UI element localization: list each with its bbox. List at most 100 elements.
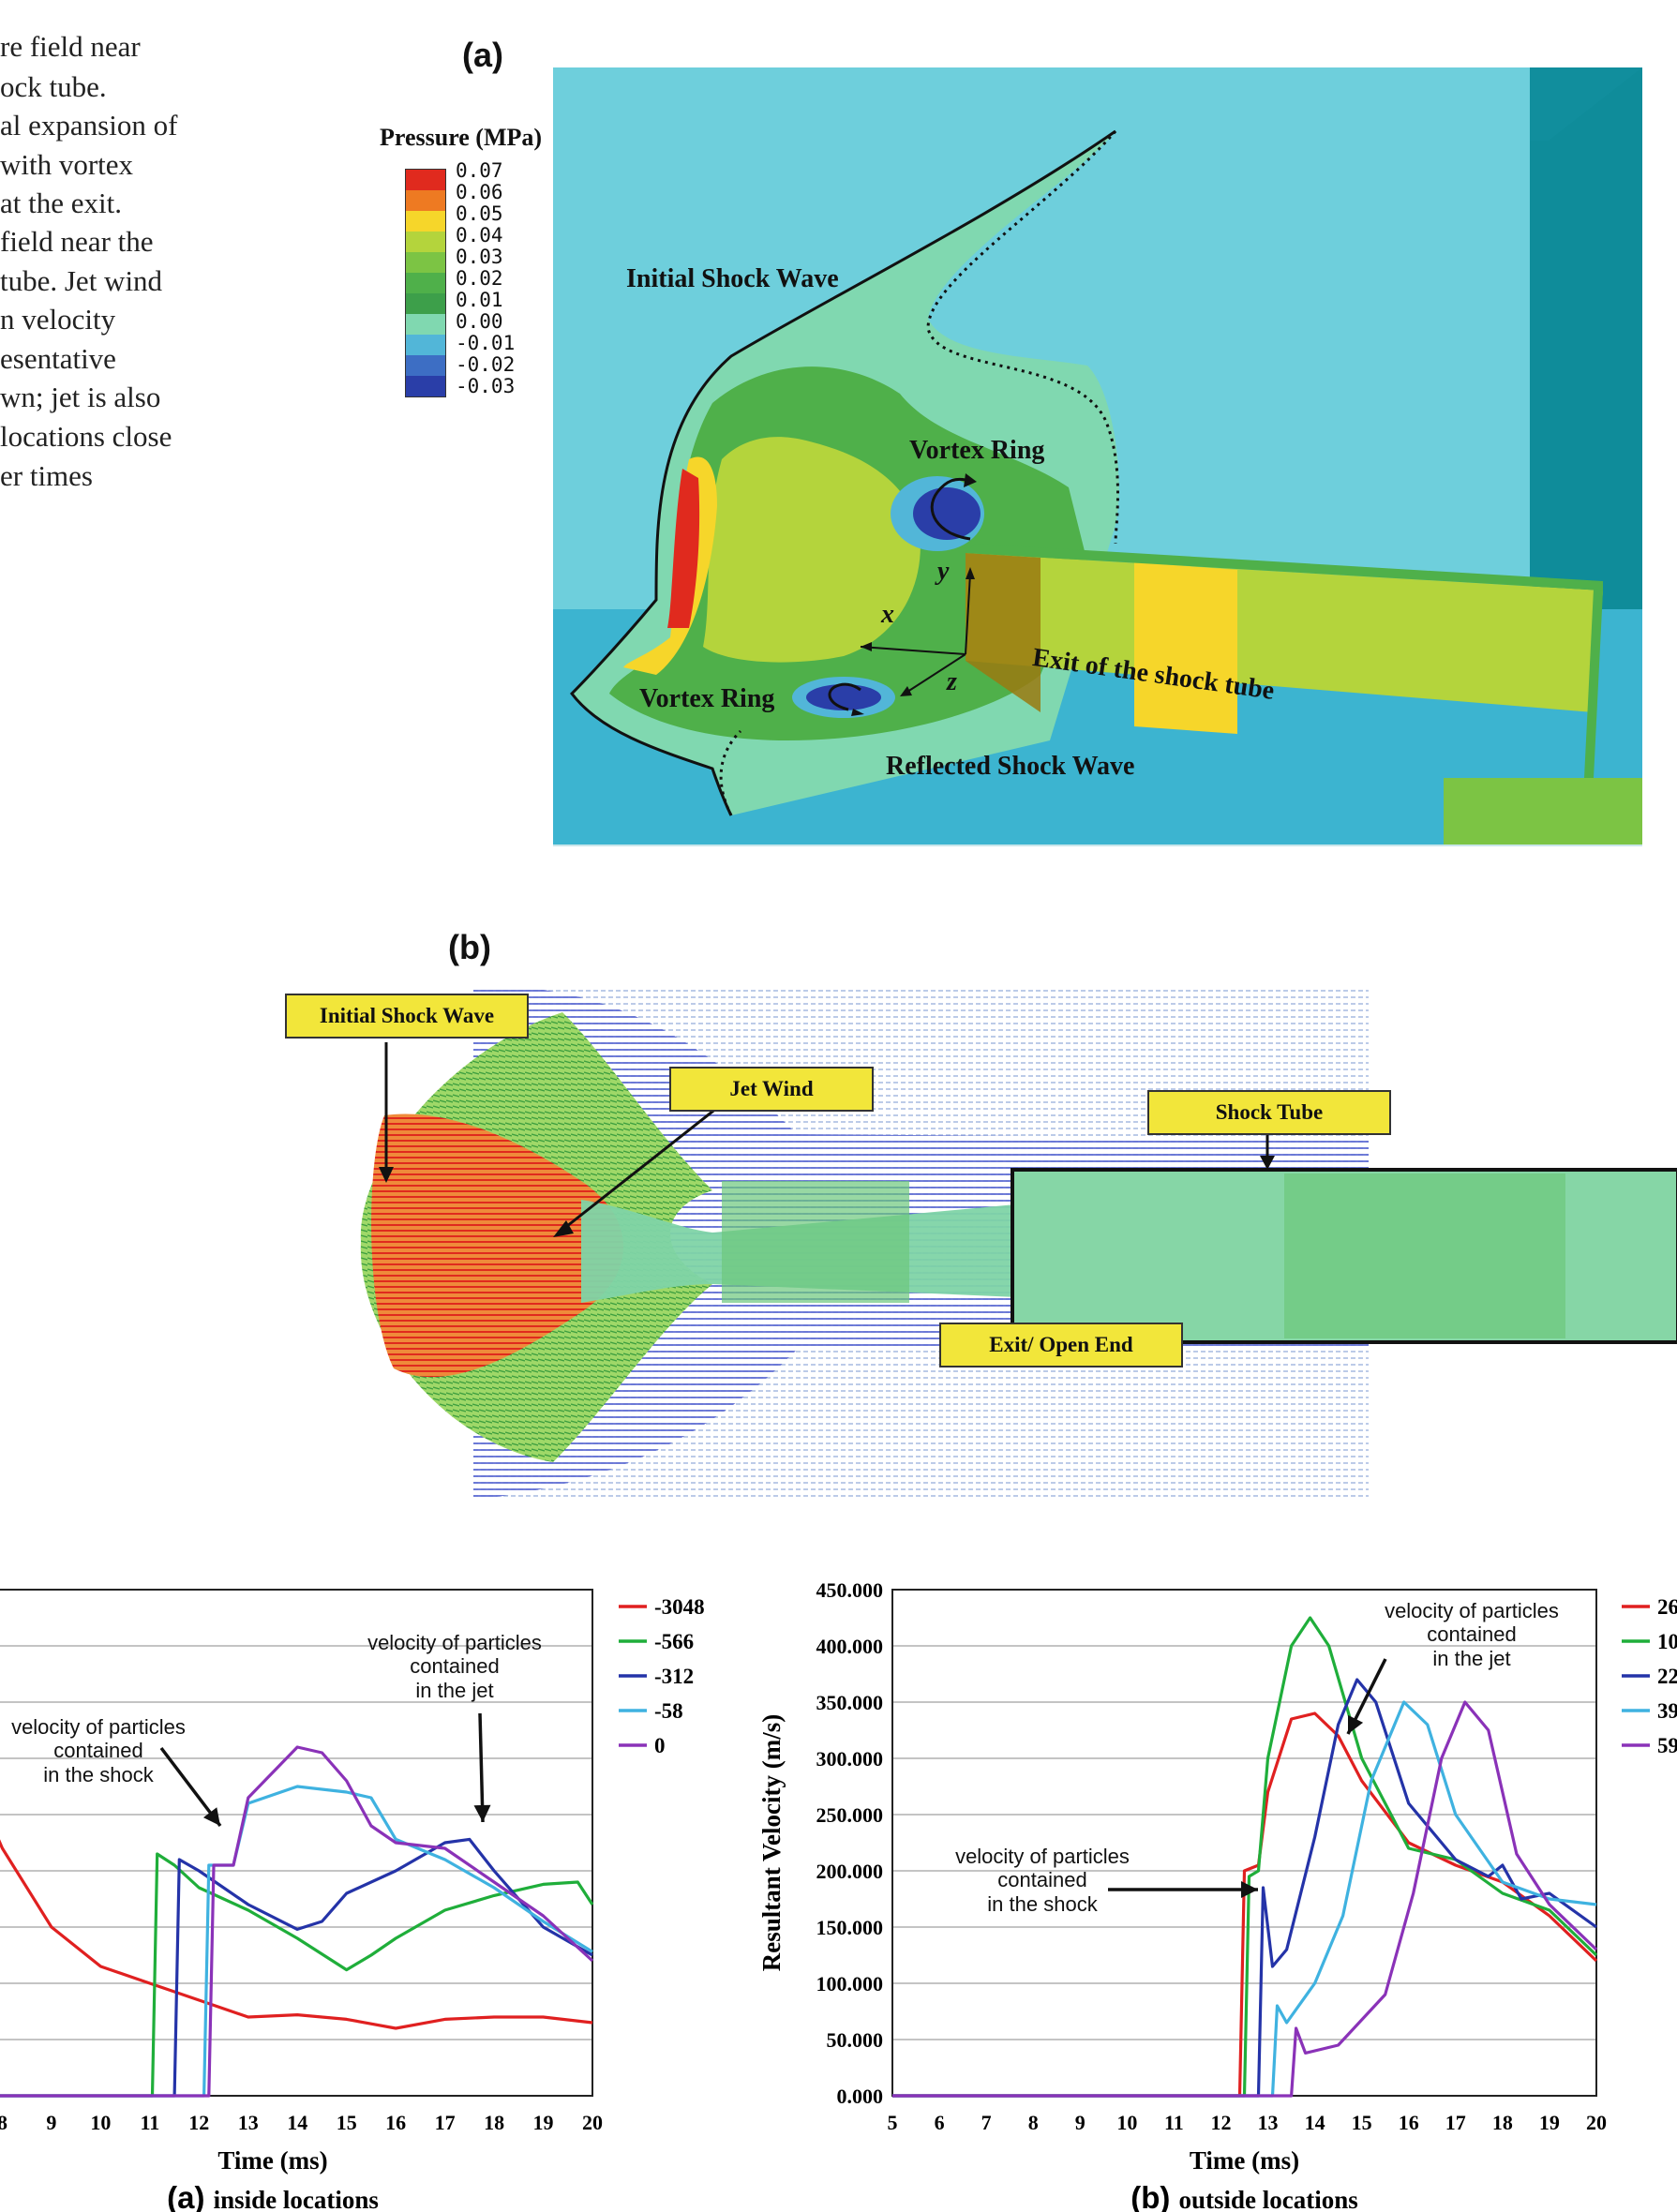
label-initial-shock-wave: Initial Shock Wave: [626, 264, 839, 293]
axis-y-label: y: [937, 557, 950, 586]
legend-value: -0.03: [456, 375, 516, 397]
label-box-shock-tube: Shock Tube: [1147, 1090, 1391, 1135]
arrow-jet-velocity: [478, 1712, 485, 1823]
legend-label: 596: [1657, 1734, 1677, 1757]
x-tick-label: 8: [1028, 2111, 1039, 2134]
high-velocity-vectors: [371, 1113, 623, 1378]
legend-swatch: [406, 376, 445, 396]
velocity-vector-figure: [360, 986, 1677, 1500]
x-tick-label: 14: [287, 2111, 307, 2134]
legend-swatch: [406, 170, 445, 190]
x-tick-label: 5: [888, 2111, 898, 2134]
x-tick-label: 19: [1539, 2111, 1560, 2134]
caption-line: tube. Jet wind: [0, 264, 163, 297]
y-tick-label: 400.000: [816, 1635, 884, 1658]
legend-colorbar: [405, 169, 446, 397]
legend-value: 0.03: [456, 246, 503, 268]
legend-swatch: [406, 211, 445, 232]
axis-y-line: [965, 573, 971, 655]
legend-label: 0: [654, 1734, 666, 1757]
axis-z-line: [904, 653, 966, 695]
series-line-neg3048: [0, 1839, 593, 2030]
x-tick-label: 16: [1399, 2111, 1419, 2134]
series-line-neg58: [0, 1785, 593, 2098]
x-tick-label: 10: [1116, 2111, 1137, 2134]
label-box-exit-open-end: Exit/ Open End: [939, 1323, 1183, 1368]
caption-line: n velocity: [0, 303, 116, 336]
x-tick-label: 10: [90, 2111, 111, 2134]
arrow-jet-velocity-head: [473, 1804, 491, 1822]
caption-line: al expansion of: [0, 109, 178, 142]
y-tick-label: 450.000: [816, 1578, 884, 1602]
x-tick-label: 9: [1075, 2111, 1086, 2134]
caption-line: field near the: [0, 225, 154, 258]
caption-line: wn; jet is also: [0, 381, 161, 413]
x-tick-label: 20: [582, 2111, 603, 2134]
vortex-top-arrow: [930, 477, 971, 541]
y-tick-label: 150.000: [816, 1916, 884, 1939]
arrow-shock-velocity-head: [1241, 1881, 1258, 1898]
x-tick-label: 12: [1210, 2111, 1231, 2134]
x-tick-label: 7: [981, 2111, 992, 2134]
legend-swatch: [406, 273, 445, 293]
x-tick-label: 18: [484, 2111, 504, 2134]
plot-frame: [0, 1589, 593, 2097]
x-tick-label: 11: [140, 2111, 159, 2134]
series-line-596: [892, 1700, 1598, 2098]
x-tick-label: 19: [533, 2111, 554, 2134]
label-box-initial-shock-wave: Initial Shock Wave: [285, 994, 529, 1039]
x-tick-label: 8: [0, 2111, 7, 2134]
caption-line: locations close: [0, 420, 172, 453]
y-tick-label: 0.000: [837, 2085, 884, 2108]
caption-line: with vortex: [0, 148, 134, 181]
vortex-ring-top-core: [913, 487, 981, 540]
chart-title: (a) inside locations: [167, 2180, 379, 2212]
x-tick-label: 13: [238, 2111, 259, 2134]
x-tick-label: 14: [1305, 2111, 1325, 2134]
legend-swatch: [406, 293, 445, 314]
legend-value: 0.04: [456, 224, 503, 247]
vortex-ring-bottom-core: [806, 684, 881, 710]
shock-front-outline: [570, 129, 1116, 816]
vortex-bottom-arrow: [828, 682, 861, 711]
panel-label-a: (a): [462, 36, 503, 74]
arrow-shock-velocity-head: [202, 1807, 220, 1826]
chart-outside-locations: 0.00050.000100.000150.000200.000250.0003…: [757, 1578, 1677, 2212]
legend-title: Pressure (MPa): [380, 124, 543, 151]
legend-swatch: [406, 190, 445, 211]
arrow-jet-velocity-head: [1348, 1714, 1364, 1734]
caption-line: re field near: [0, 30, 141, 63]
legend-label: 391: [1657, 1699, 1677, 1723]
axis-x-label: x: [881, 600, 894, 629]
caption-line: at the exit.: [0, 187, 122, 219]
x-tick-label: 17: [1445, 2111, 1466, 2134]
series-line-103: [892, 1616, 1598, 2098]
legend-swatch: [406, 355, 445, 376]
legend-swatch: [406, 252, 445, 273]
series-line-0: [0, 1745, 594, 2098]
y-axis-label: Resultant Velocity (m/s): [757, 1714, 786, 1971]
legend-value: -0.01: [456, 332, 516, 354]
x-tick-label: 9: [46, 2111, 56, 2134]
legend-label: 229: [1657, 1665, 1677, 1688]
x-axis-label: Time (ms): [1190, 2146, 1299, 2175]
legend-swatch: [406, 232, 445, 252]
pressure-contour-figure: [553, 67, 1642, 846]
legend-label: 103: [1657, 1630, 1677, 1653]
legend-label: 26: [1657, 1595, 1677, 1619]
x-tick-label: 18: [1492, 2111, 1513, 2134]
x-tick-label: 13: [1258, 2111, 1279, 2134]
axis-x-line: [860, 646, 966, 655]
caption-line: esentative: [0, 342, 116, 375]
series-line-229: [892, 1678, 1597, 2098]
legend-value: 0.06: [456, 181, 503, 203]
y-tick-label: 250.000: [816, 1803, 884, 1827]
y-tick-label: 100.000: [816, 1972, 884, 1995]
chart-title: (b) outside locations: [1130, 2180, 1358, 2212]
caption-line: ock tube.: [0, 70, 107, 103]
y-tick-label: 200.000: [816, 1860, 884, 1883]
series-line-26: [892, 1711, 1598, 2098]
label-box-jet-wind: Jet Wind: [669, 1067, 874, 1112]
